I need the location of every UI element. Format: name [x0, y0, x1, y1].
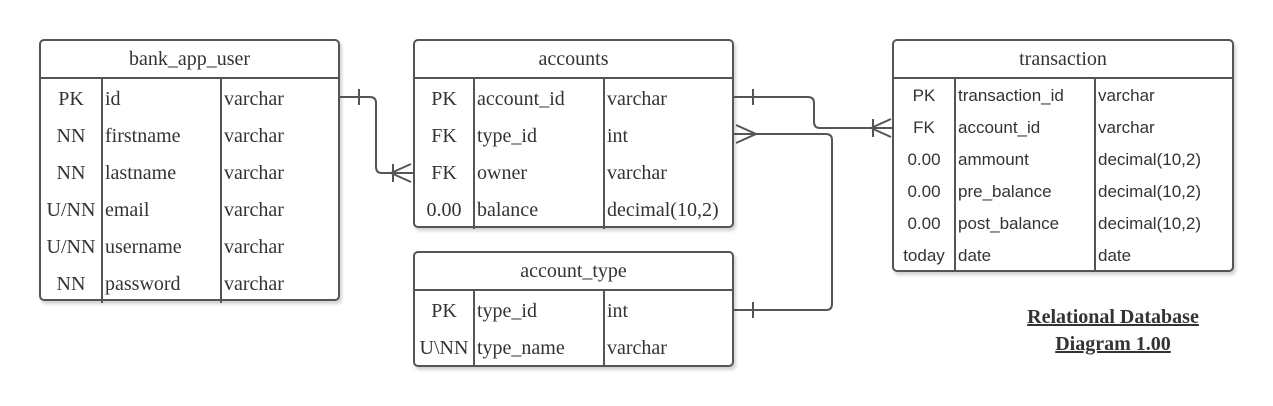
many-marker: [390, 163, 412, 183]
key-cell: 0.00: [426, 199, 462, 221]
table-row: 0.00 balance decimal(10,2): [415, 192, 732, 229]
column-type-cell: int: [607, 300, 629, 322]
column-type-cell: varchar: [1098, 118, 1155, 137]
table-row: 0.00 pre_balance decimal(10,2): [894, 176, 1232, 208]
column-name-cell: post_balance: [958, 214, 1060, 233]
key-cell: U/NN: [46, 236, 96, 258]
key-cell: FK: [431, 162, 457, 184]
column-type-cell: varchar: [607, 88, 667, 110]
table-row: NN firstname varchar: [41, 118, 338, 155]
column-type-cell: decimal(10,2): [1098, 182, 1201, 201]
column-type-cell: int: [607, 125, 629, 147]
column-name-cell: ammount: [958, 150, 1029, 169]
column-name-cell: email: [105, 199, 150, 221]
key-cell: U\NN: [419, 337, 469, 359]
table-title: account_type: [415, 253, 732, 291]
column-type-cell: varchar: [224, 125, 284, 147]
relation-user-accounts: [340, 96, 413, 174]
table-row: FK owner varchar: [415, 155, 732, 192]
column-name-cell: account_id: [477, 88, 565, 110]
table-row: PK type_id int: [415, 293, 732, 330]
table-row: U/NN username varchar: [41, 229, 338, 266]
key-cell: FK: [913, 118, 935, 137]
column-type-cell: varchar: [607, 337, 667, 359]
column-type-cell: decimal(10,2): [1098, 214, 1201, 233]
table-row: U/NN email varchar: [41, 192, 338, 229]
caption-line-2: Diagram 1.00: [1055, 333, 1171, 355]
key-cell: PK: [912, 86, 936, 105]
column-type-cell: varchar: [1098, 86, 1155, 105]
key-cell: PK: [58, 88, 84, 110]
table-account-type[interactable]: account_type PK type_id int U\NN type_na…: [413, 251, 734, 367]
column-type-cell: varchar: [224, 273, 284, 295]
column-name-cell: pre_balance: [958, 182, 1052, 201]
diagram-caption: Relational Database Diagram 1.00: [1003, 304, 1223, 358]
column-name-cell: firstname: [105, 125, 181, 147]
many-marker: [870, 118, 892, 138]
key-cell: NN: [56, 162, 86, 184]
table-accounts[interactable]: accounts PK account_id varchar FK type_i…: [413, 39, 734, 229]
key-cell: FK: [431, 125, 457, 147]
column-name-cell: username: [105, 236, 182, 258]
table-title: transaction: [894, 41, 1232, 79]
table-row: NN password varchar: [41, 266, 338, 303]
column-name-cell: id: [105, 88, 121, 110]
key-cell: 0.00: [907, 182, 941, 201]
column-name-cell: type_id: [477, 300, 537, 322]
table-row: PK transaction_id varchar: [894, 80, 1232, 112]
table-row: today date date: [894, 240, 1232, 272]
column-type-cell: varchar: [224, 88, 284, 110]
column-name-cell: transaction_id: [958, 86, 1064, 105]
column-name-cell: account_id: [958, 118, 1041, 137]
key-cell: 0.00: [907, 214, 941, 233]
key-cell: 0.00: [907, 150, 941, 169]
column-name-cell: type_id: [477, 125, 537, 147]
table-row: PK id varchar: [41, 81, 338, 118]
key-cell: U/NN: [46, 199, 96, 221]
column-name-cell: type_name: [477, 337, 565, 359]
table-row: NN lastname varchar: [41, 155, 338, 192]
table-row: FK type_id int: [415, 118, 732, 155]
column-name-cell: balance: [477, 199, 539, 221]
column-type-cell: varchar: [224, 236, 284, 258]
key-cell: today: [903, 246, 945, 265]
key-cell: NN: [56, 125, 86, 147]
column-name-cell: password: [105, 273, 181, 295]
table-title: accounts: [415, 41, 732, 79]
table-transaction[interactable]: transaction PK transaction_id varchar FK…: [892, 39, 1234, 272]
column-name-cell: lastname: [105, 162, 177, 184]
key-cell: PK: [431, 300, 457, 322]
column-name-cell: owner: [477, 162, 527, 184]
relation-type-accounts: [734, 133, 833, 311]
table-row: U\NN type_name varchar: [415, 330, 732, 367]
column-name-cell: date: [958, 246, 992, 265]
table-row: FK account_id varchar: [894, 112, 1232, 144]
table-row: 0.00 ammount decimal(10,2): [894, 144, 1232, 176]
table-title: bank_app_user: [41, 41, 338, 79]
column-type-cell: decimal(10,2): [607, 199, 719, 221]
table-row: 0.00 post_balance decimal(10,2): [894, 208, 1232, 240]
caption-line-1: Relational Database: [1027, 306, 1199, 328]
table-bank-app-user[interactable]: bank_app_user PK id varchar NN firstname…: [39, 39, 340, 303]
column-type-cell: date: [1098, 246, 1132, 265]
many-marker: [735, 124, 757, 144]
column-type-cell: decimal(10,2): [1098, 150, 1201, 169]
key-cell: NN: [56, 273, 86, 295]
column-type-cell: varchar: [607, 162, 667, 184]
column-type-cell: varchar: [224, 162, 284, 184]
relation-accounts-transaction: [734, 96, 892, 129]
column-type-cell: varchar: [224, 199, 284, 221]
key-cell: PK: [431, 88, 457, 110]
table-row: PK account_id varchar: [415, 81, 732, 118]
